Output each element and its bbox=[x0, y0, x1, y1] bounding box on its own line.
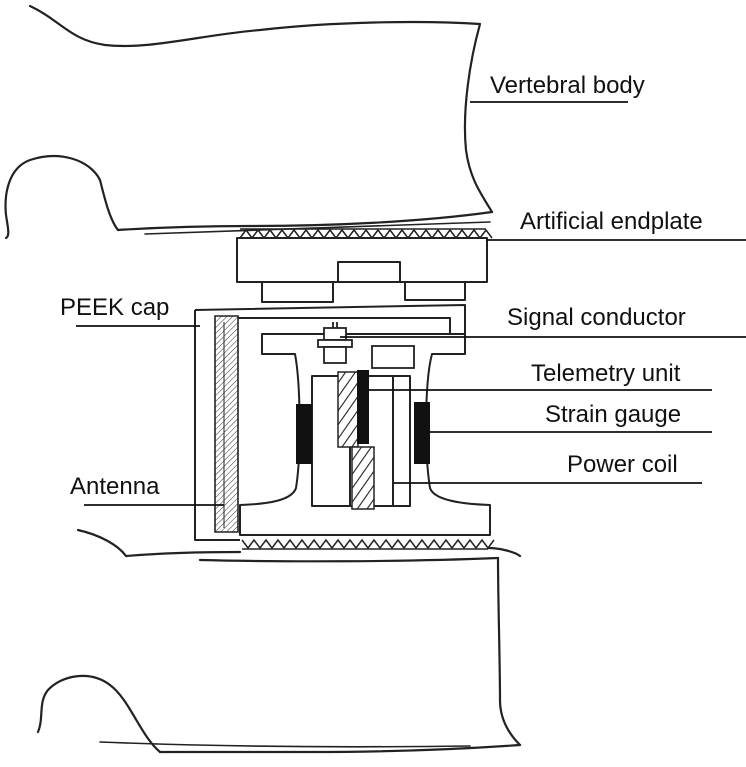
label-telemetry-unit: Telemetry unit bbox=[531, 360, 681, 387]
label-strain-gauge: Strain gauge bbox=[545, 401, 682, 428]
telemetry-bar bbox=[357, 370, 369, 444]
upper-vertebral-body bbox=[4, 4, 494, 240]
power-coil-upper bbox=[337, 371, 359, 448]
telemetry-unit-box bbox=[371, 345, 415, 369]
signal-conductor-connector bbox=[317, 322, 353, 364]
lower-endplate bbox=[241, 538, 495, 550]
label-artificial-endplate: Artificial endplate bbox=[520, 208, 703, 235]
label-vertebral-body: Vertebral body bbox=[490, 72, 645, 99]
label-signal-conductor: Signal conductor bbox=[507, 304, 686, 331]
upper-endplate bbox=[236, 228, 493, 303]
power-coil-lower bbox=[351, 446, 375, 510]
antenna-strip bbox=[214, 315, 239, 533]
label-peek-cap: PEEK cap bbox=[60, 294, 170, 321]
lower-vertebral-body bbox=[36, 528, 522, 754]
label-antenna: Antenna bbox=[70, 473, 160, 500]
strain-gauge-right bbox=[414, 402, 430, 464]
strain-gauge-left bbox=[296, 404, 312, 464]
leader-lines bbox=[76, 101, 746, 506]
label-power-coil: Power coil bbox=[567, 451, 678, 478]
